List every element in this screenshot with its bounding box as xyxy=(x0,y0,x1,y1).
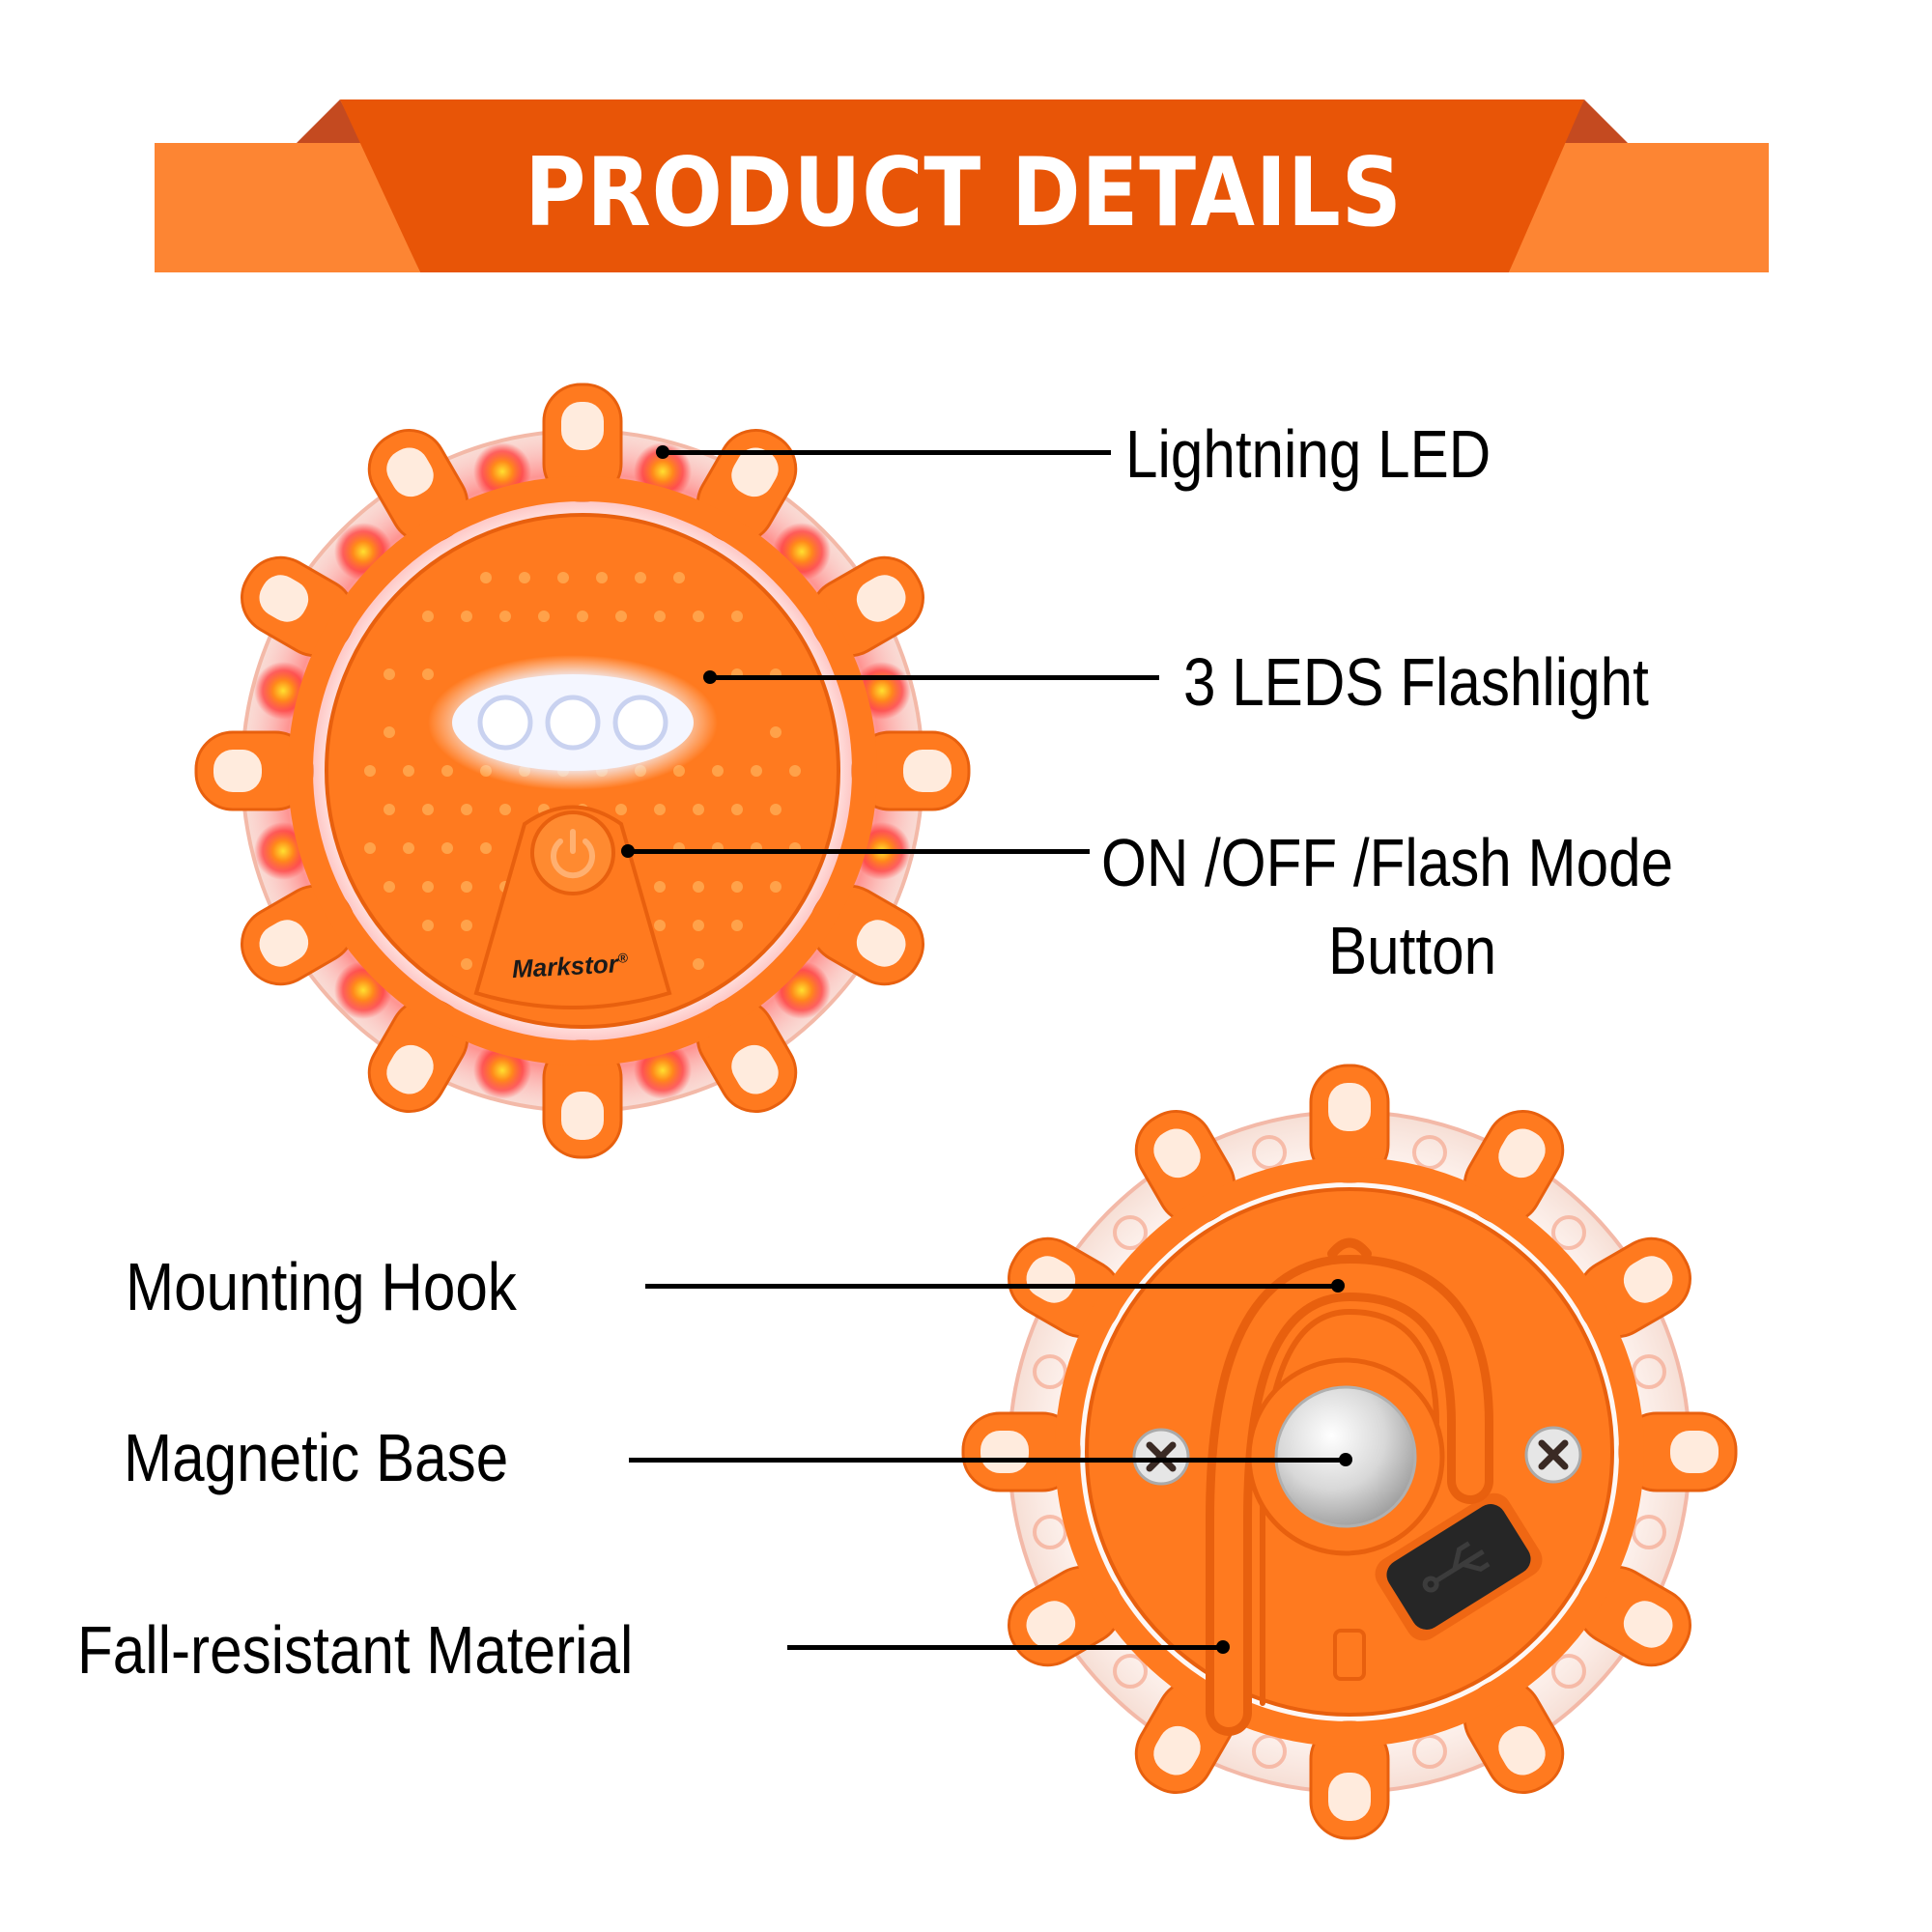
callout-dot-material xyxy=(1216,1640,1230,1654)
page-title: PRODUCT DETAILS xyxy=(525,138,1403,248)
usb-port-cover[interactable] xyxy=(1369,1487,1549,1647)
callout-line-material xyxy=(787,1645,1223,1650)
front-light xyxy=(194,383,971,1159)
callout-label-power-line1: ON /OFF /Flash Mode xyxy=(1101,825,1674,900)
registered-mark: ® xyxy=(617,950,629,966)
callout-line-power xyxy=(628,849,1090,854)
callout-line-led xyxy=(663,450,1111,455)
callout-line-magnetic-base xyxy=(629,1458,1344,1463)
callout-line-flashlight xyxy=(710,675,1159,680)
callout-label-material: Fall-resistant Material xyxy=(77,1612,634,1688)
banner-graphic xyxy=(155,99,1769,272)
banner-left-fold xyxy=(297,99,362,143)
callout-label-power-line2: Button xyxy=(1328,913,1497,988)
callout-label-lightning-led: Lightning LED xyxy=(1125,416,1492,492)
callout-label-flashlight: 3 LEDS Flashlight xyxy=(1183,644,1649,720)
callout-dot-mounting-hook xyxy=(1331,1279,1345,1293)
mounting-hook[interactable] xyxy=(1206,1237,1493,1736)
clear-led-ring xyxy=(1033,1135,1666,1769)
flashlight-leds xyxy=(428,655,718,790)
brand-name: Markstor xyxy=(511,949,619,984)
brand-logo: Markstor® xyxy=(511,949,629,984)
button-pedestal xyxy=(473,805,672,1009)
callout-label-mounting-hook: Mounting Hook xyxy=(126,1249,517,1324)
banner-right-tail xyxy=(1509,143,1769,272)
callout-dot-magnetic-base xyxy=(1339,1453,1352,1466)
banner-left-tail xyxy=(155,143,420,272)
callout-label-magnetic-base: Magnetic Base xyxy=(124,1420,509,1495)
banner-right-fold xyxy=(1562,99,1628,143)
screw-icon xyxy=(1524,1426,1582,1484)
screw-icon xyxy=(1132,1428,1190,1486)
power-button[interactable] xyxy=(530,810,615,895)
power-icon xyxy=(551,829,595,879)
callout-line-mounting-hook xyxy=(645,1284,1336,1289)
banner-ribbon xyxy=(340,99,1584,272)
usb-icon xyxy=(1422,1541,1491,1593)
back-light xyxy=(961,1064,1738,1840)
